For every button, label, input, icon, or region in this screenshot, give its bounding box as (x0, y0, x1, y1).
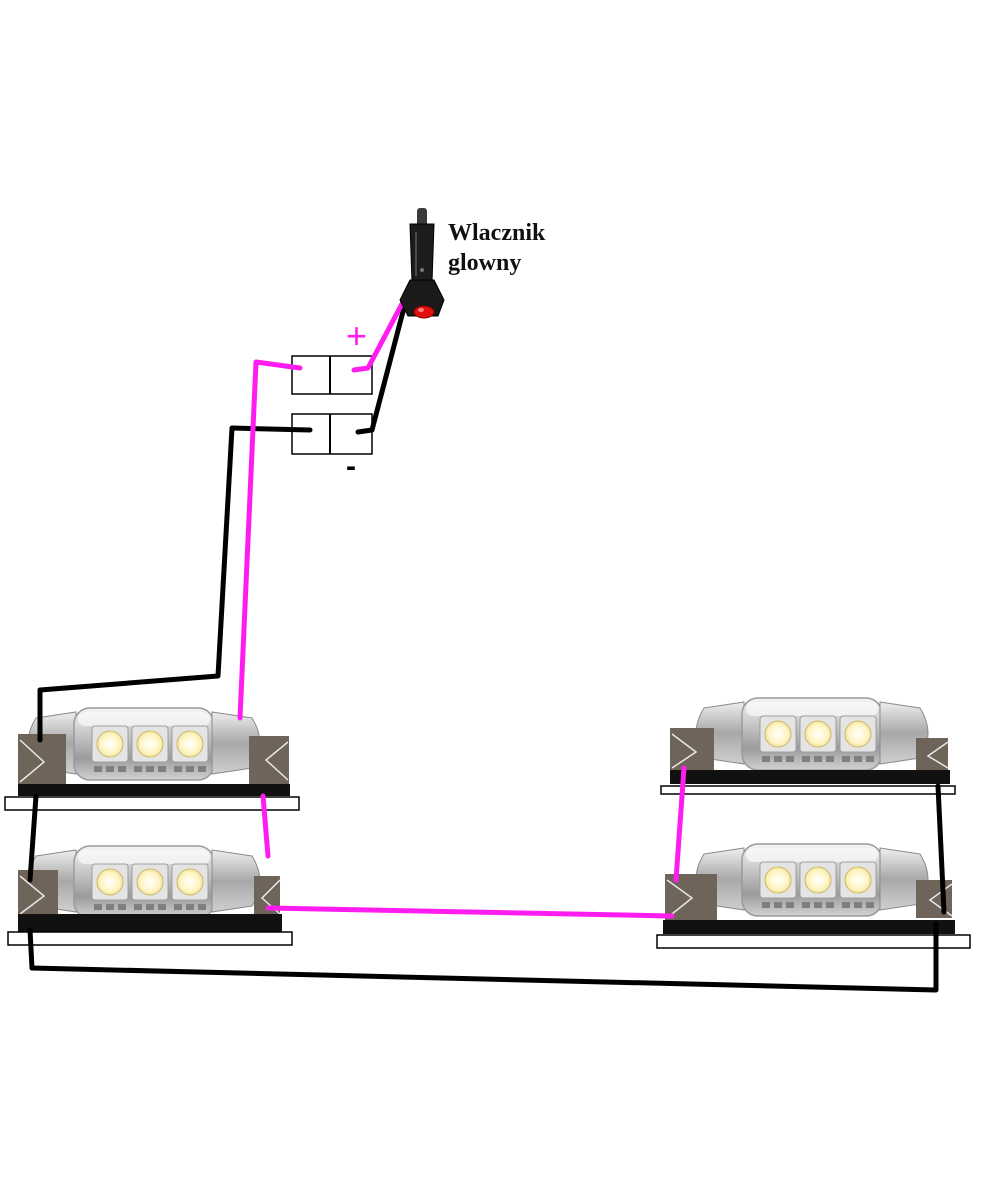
lamp-bottom-left (7, 845, 293, 946)
socket-left (18, 870, 58, 914)
lamp-plate (656, 934, 971, 949)
main-switch-label-line1: Wlacznik (448, 220, 546, 246)
lamp-plate (4, 796, 300, 811)
wire-terminal-to-lamp-top-left (237, 359, 303, 721)
wire-top-right-to-bottom-right (935, 783, 947, 915)
negative-symbol: - (346, 450, 356, 483)
lamp-base (670, 770, 950, 784)
wire-bottom-right-to-top-right (673, 765, 687, 883)
lamp-bottom-right (656, 843, 971, 949)
main-switch-label: Wlacznik glowny (448, 218, 545, 278)
wire-lamp-top-left-to-bottom-left (260, 793, 271, 859)
lamp-base (18, 914, 282, 932)
terminal-block (291, 355, 373, 455)
wire-bottom-left-to-bottom-right (27, 921, 939, 993)
positive-symbol: + (346, 315, 368, 356)
wire-switch-to-terminal-positive (351, 297, 407, 373)
lamp-base (663, 920, 955, 934)
socket-left (18, 734, 66, 784)
negative-wires (27, 297, 947, 993)
main-switch-label-line2: glowny (448, 250, 522, 276)
wire-terminal-to-lamp-top-left (37, 425, 313, 743)
lamp-plate (7, 931, 293, 946)
wire-lamp-top-left-to-bottom-left (27, 793, 39, 883)
cigarette-lighter-plug-icon (399, 208, 445, 319)
lamp-plate (660, 785, 956, 795)
lamp-top-left (4, 707, 300, 811)
lamp-base (18, 784, 290, 796)
lamp-top-right (660, 697, 956, 795)
terminal-positive (291, 355, 373, 395)
wire-bottom-left-to-bottom-right (265, 905, 675, 919)
positive-wires (237, 297, 687, 919)
wire-switch-to-terminal-negative (355, 297, 409, 435)
socket-right (249, 736, 289, 784)
